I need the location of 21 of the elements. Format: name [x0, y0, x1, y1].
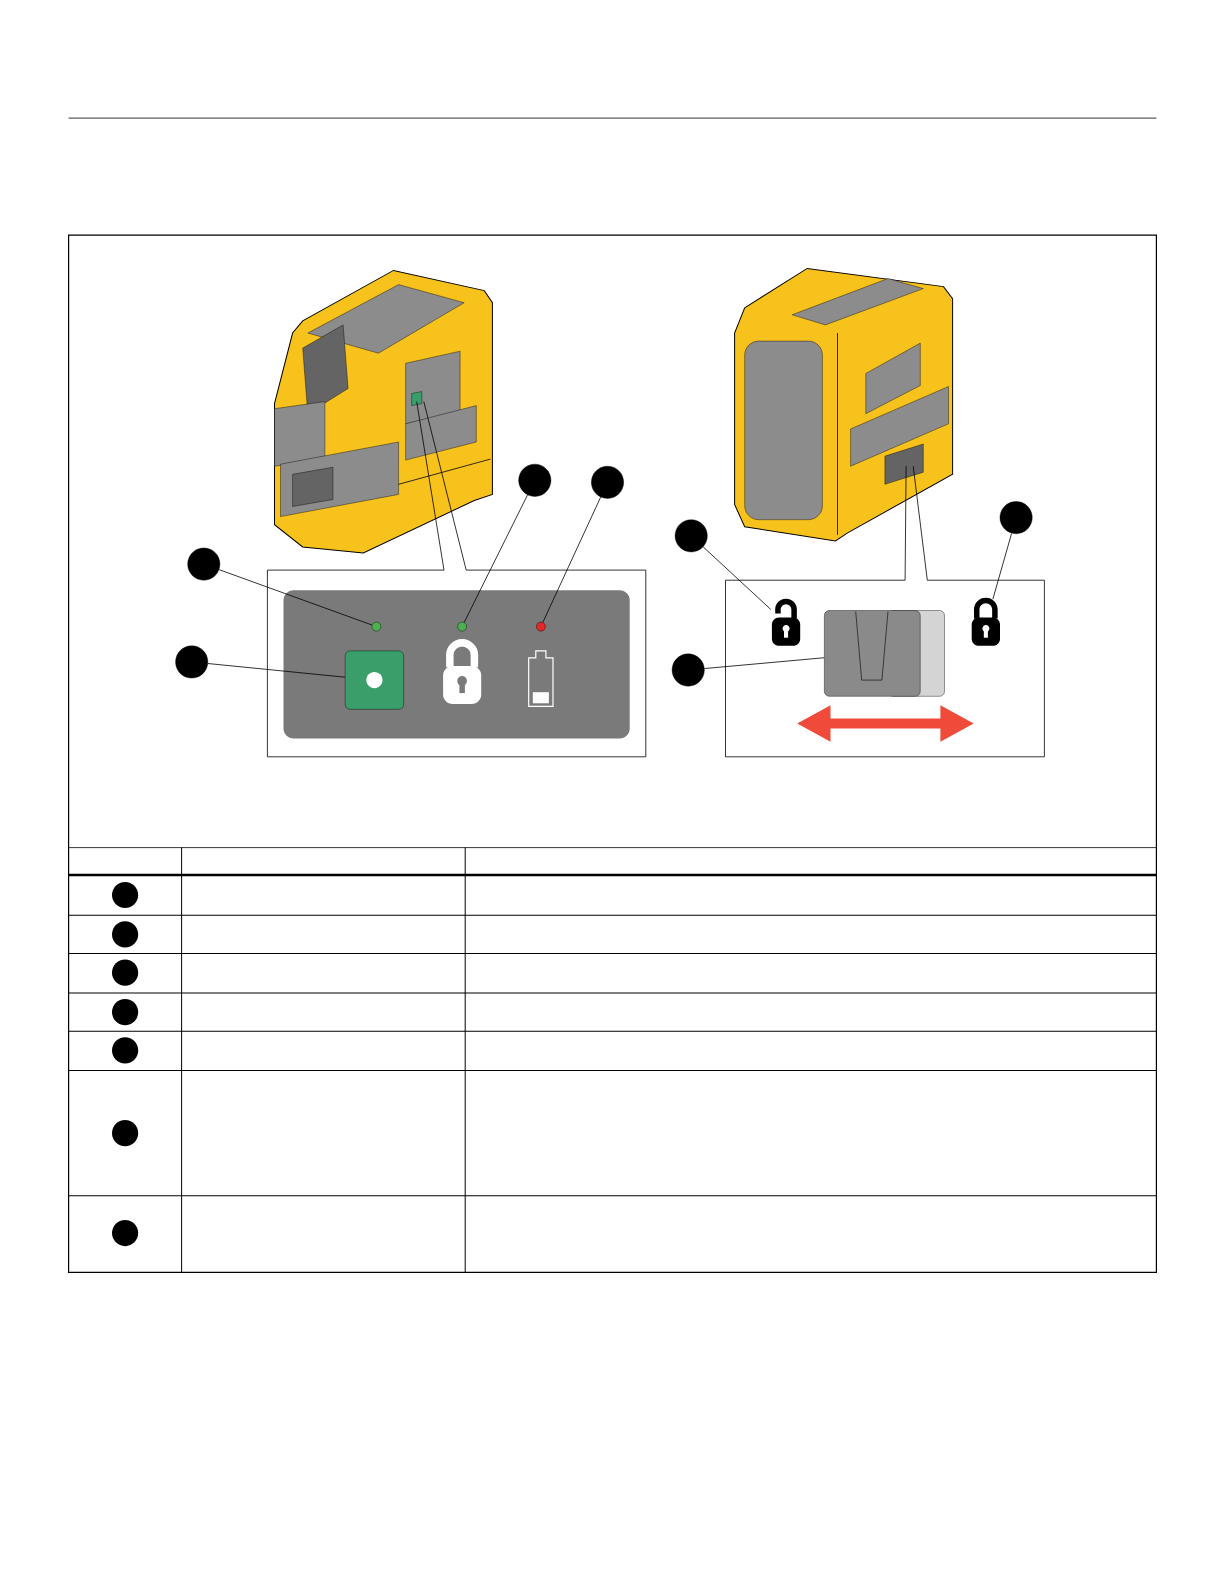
indicator-light: [371, 621, 382, 632]
leader-line: [542, 496, 602, 623]
indicator-light: [457, 621, 467, 632]
leader-line: [704, 657, 825, 669]
callout-number: [518, 463, 552, 497]
leader-line: [207, 663, 346, 678]
slide-switch: [824, 610, 945, 697]
power-button: [344, 650, 404, 710]
callout-number: [187, 547, 221, 581]
leader-line: [702, 546, 772, 610]
callout-number: [999, 501, 1033, 534]
callout-number: [591, 465, 624, 499]
leader-line: [992, 532, 1012, 600]
padlock-icon: [771, 598, 801, 646]
callout-number: [175, 645, 209, 679]
padlock-icon: [971, 597, 1000, 646]
callout-number: [674, 519, 708, 553]
callout-number: [671, 653, 705, 687]
indicator-light: [536, 621, 546, 632]
leader-line: [218, 569, 373, 626]
leader-line: [463, 494, 528, 623]
